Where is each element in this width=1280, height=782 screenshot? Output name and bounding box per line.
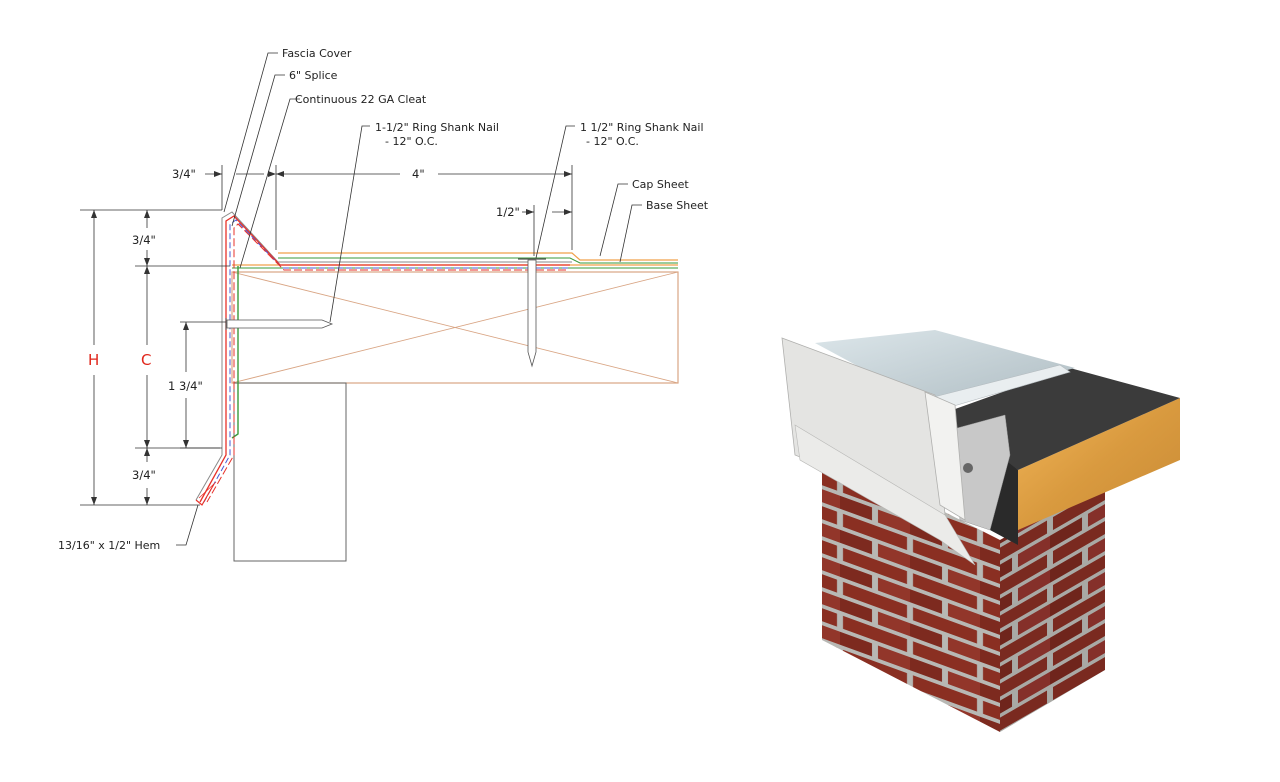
label-cleat: Continuous 22 GA Cleat <box>295 93 427 106</box>
label-nail-right-1: 1 1/2" Ring Shank Nail <box>580 121 704 134</box>
cleat-fastener <box>963 463 973 473</box>
fascia-hem <box>794 424 976 566</box>
label-splice: 6" Splice <box>289 69 338 82</box>
dim-upper-face: 3/4" <box>132 233 156 247</box>
roof-sheets <box>232 252 678 269</box>
brick-wall-front <box>822 450 1000 732</box>
fascia-return <box>924 391 966 521</box>
label-nail-left-1: 1-1/2" Ring Shank Nail <box>375 121 499 134</box>
horizontal-nail <box>225 318 334 330</box>
dim-overall-h: H <box>88 351 99 369</box>
brick-wall-side <box>1000 480 1105 732</box>
section-detail-drawing: 3/4" 4" 1/2" 3/4" 3/4" 1 3/4" H C Fascia… <box>58 47 709 562</box>
label-fascia-cover: Fascia Cover <box>282 47 352 60</box>
continuous-cleat <box>231 266 239 439</box>
roof-edge-3d-render <box>781 330 1180 732</box>
dim-nail-offset: 1/2" <box>496 205 520 219</box>
metal-cap-top <box>815 330 1075 405</box>
dim-lower-face: 3/4" <box>132 468 156 482</box>
dim-clear-c: C <box>141 351 151 369</box>
dim-top-width: 4" <box>412 167 425 181</box>
fascia-cover-profile <box>195 211 572 506</box>
callout-leaders <box>176 52 642 546</box>
dimension-arrows <box>91 171 572 505</box>
wall-below <box>233 382 347 562</box>
label-cap-sheet: Cap Sheet <box>632 178 689 191</box>
label-base-sheet: Base Sheet <box>646 199 709 212</box>
label-nail-right-2: - 12" O.C. <box>586 135 639 148</box>
dim-nail-height: 1 3/4" <box>168 379 203 393</box>
label-hem: 13/16" x 1/2" Hem <box>58 539 160 552</box>
wood-nailer-render <box>1018 398 1180 530</box>
dim-top-left: 3/4" <box>172 167 196 181</box>
label-nail-left-2: - 12" O.C. <box>385 135 438 148</box>
vertical-nail <box>518 258 546 368</box>
